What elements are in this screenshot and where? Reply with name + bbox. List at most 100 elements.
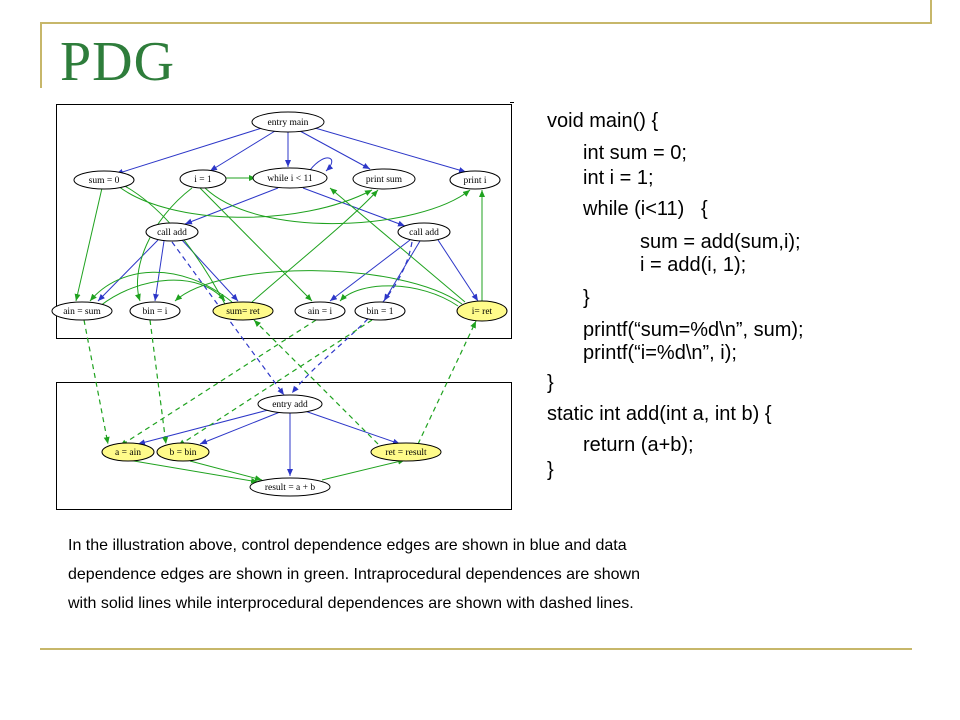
node-calladd1 <box>145 222 199 242</box>
frame-tick <box>510 102 514 103</box>
edge-sum0-ain <box>74 187 103 302</box>
edge-entry-i1 <box>209 130 276 172</box>
node-entry-add <box>257 394 323 414</box>
control-edges <box>97 127 479 476</box>
edge-b-result <box>189 460 263 482</box>
edge-ret-iret <box>417 320 477 445</box>
node-printi <box>449 170 501 190</box>
label-bin-i: bin = i <box>143 307 168 317</box>
edge-sum0-printsum <box>117 185 373 218</box>
edge-call1-sumret <box>181 239 239 302</box>
edge-entry-printsum <box>299 130 371 170</box>
top-accent-line <box>40 22 932 24</box>
edge-i1-ain2 <box>199 187 313 302</box>
edge-ret-sumret <box>253 319 379 445</box>
code-line: while (i<11) { <box>583 198 708 220</box>
code-line: } <box>547 372 554 394</box>
edge-iret-bin <box>174 270 463 305</box>
code-line: sum = add(sum,i); <box>640 231 801 253</box>
label-i1: i = 1 <box>194 175 212 185</box>
edge-sumret-printsum <box>251 189 379 303</box>
code-line: i = add(i, 1); <box>640 254 747 276</box>
label-b-bin: b = bin <box>170 448 197 458</box>
code-line: void main() { <box>547 110 659 132</box>
add-nodes <box>101 394 442 497</box>
edge-ain2-a <box>119 319 317 447</box>
edge-ain-a <box>83 319 110 445</box>
code-line: int i = 1; <box>583 167 654 189</box>
node-sum0 <box>73 170 135 190</box>
edge-entryadd-a <box>137 408 273 446</box>
left-accent-line <box>40 22 42 88</box>
edge-bin2-b <box>177 319 373 447</box>
caption-line: dependence edges are shown in green. Int… <box>68 566 640 583</box>
edge-iret-while <box>329 187 466 303</box>
label-ain-sum: ain = sum <box>63 307 101 317</box>
edge-i1-printi <box>204 187 471 224</box>
node-ain-i <box>294 301 346 321</box>
edge-call1-ain <box>97 239 159 302</box>
bottom-accent-line <box>40 648 912 650</box>
code-line: } <box>583 287 590 309</box>
edge-result-ret <box>321 458 406 481</box>
node-ain-sum <box>51 301 113 321</box>
main-nodes <box>51 111 508 322</box>
label-ret-result: ret = result <box>385 448 427 458</box>
edge-sumret-ain <box>89 271 233 303</box>
node-result <box>249 477 331 497</box>
edge-while-self <box>309 157 334 172</box>
node-bin-1 <box>354 301 406 321</box>
edge-call2-entryadd <box>291 241 413 394</box>
edge-call2-ain <box>329 239 411 302</box>
code-line: } <box>547 459 554 481</box>
code-line: return (a+b); <box>583 434 694 456</box>
label-a-ain: a = ain <box>115 448 141 458</box>
label-sum0: sum = 0 <box>89 176 120 186</box>
label-entry-main: entry main <box>268 118 309 128</box>
node-while <box>252 167 328 189</box>
node-calladd2 <box>397 222 451 242</box>
node-iret <box>456 300 508 322</box>
label-sumret: sum= ret <box>226 307 260 317</box>
main-pdg-frame <box>56 104 512 339</box>
label-calladd1: call add <box>157 228 187 238</box>
label-printi: print i <box>464 176 487 186</box>
interprocedural-edges <box>83 241 477 447</box>
code-line: printf(“sum=%d\n”, sum); <box>583 319 804 341</box>
label-iret: i= ret <box>472 307 493 317</box>
node-bin-i <box>129 301 181 321</box>
edge-entryadd-ret <box>301 409 401 445</box>
node-b-bin <box>156 442 210 462</box>
label-printsum: print sum <box>366 175 403 185</box>
label-while: while i < 11 <box>267 174 313 184</box>
label-calladd2: call add <box>409 228 439 238</box>
edge-entryadd-b <box>199 411 281 445</box>
label-entry-add: entry add <box>272 400 308 410</box>
slide-title: PDG <box>60 31 176 93</box>
right-accent-line <box>930 0 932 24</box>
edge-a-result <box>127 459 259 484</box>
edge-entry-sum0 <box>115 127 263 175</box>
edge-ain-sumret <box>99 279 226 307</box>
node-a-ain <box>101 442 155 462</box>
caption-line: In the illustration above, control depen… <box>68 537 627 554</box>
code-line: printf(“i=%d\n”, i); <box>583 342 737 364</box>
code-line: static int add(int a, int b) { <box>547 403 772 425</box>
edge-while-call2 <box>302 187 406 227</box>
node-entry-main <box>251 111 325 133</box>
caption-line: with solid lines while interprocedural d… <box>68 595 634 612</box>
node-i1 <box>179 169 227 189</box>
edge-call2-iret <box>437 239 479 302</box>
node-sumret <box>212 301 274 321</box>
edge-call1-bin <box>153 240 165 302</box>
edge-call2-bin <box>383 240 421 302</box>
edge-while-call1 <box>184 187 279 225</box>
node-labels: entry main sum = 0 i = 1 while i < 11 pr… <box>63 118 492 493</box>
edge-i1-bin <box>135 187 193 302</box>
node-printsum <box>352 168 416 190</box>
data-edges <box>74 174 485 484</box>
label-bin-1: bin = 1 <box>367 307 394 317</box>
edge-iret-ain2 <box>339 285 459 307</box>
edge-entry-printi <box>314 127 467 173</box>
